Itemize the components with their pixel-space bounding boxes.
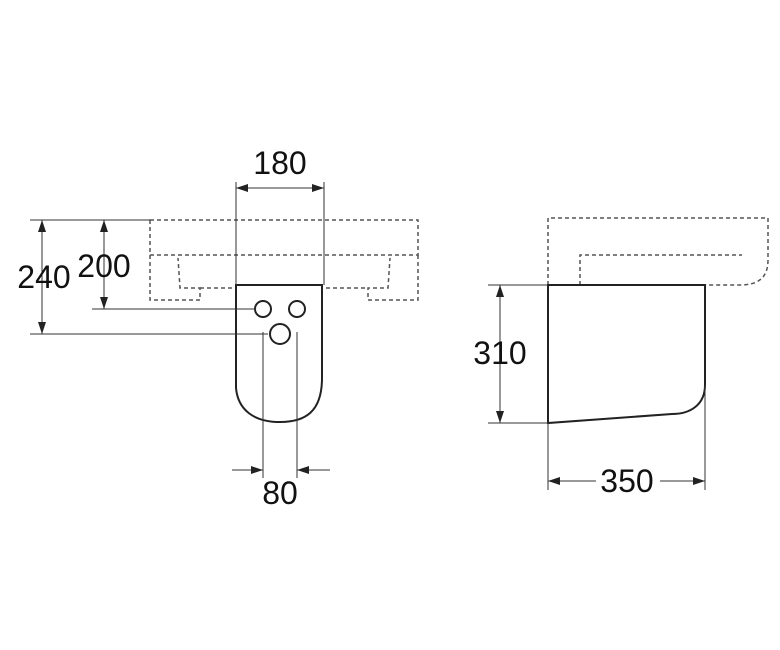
dimension-310: 310: [473, 284, 548, 424]
dim-label-350: 350: [600, 463, 653, 499]
front-pedestal-shroud: [235, 284, 323, 424]
dim-label-310: 310: [473, 335, 526, 371]
dim-label-200: 200: [77, 248, 130, 284]
dimension-80: 80: [232, 332, 330, 511]
dimension-180: 180: [235, 145, 325, 285]
pipe-hole-center: [269, 323, 291, 345]
side-view: 310 350: [473, 217, 769, 499]
dim-label-80: 80: [262, 475, 298, 511]
dimension-350: 350: [547, 385, 706, 499]
dimension-240: 240: [17, 220, 71, 334]
dim-label-240: 240: [17, 259, 70, 295]
front-basin-dashed-outline: [149, 219, 419, 301]
dimension-200: 200: [77, 220, 131, 309]
pipe-hole-right: [288, 300, 306, 318]
front-view: 180 240 200 80: [17, 145, 419, 511]
dim-label-180: 180: [253, 145, 306, 181]
side-pedestal-shroud: [547, 284, 706, 425]
side-basin-dashed-outline: [547, 217, 769, 286]
